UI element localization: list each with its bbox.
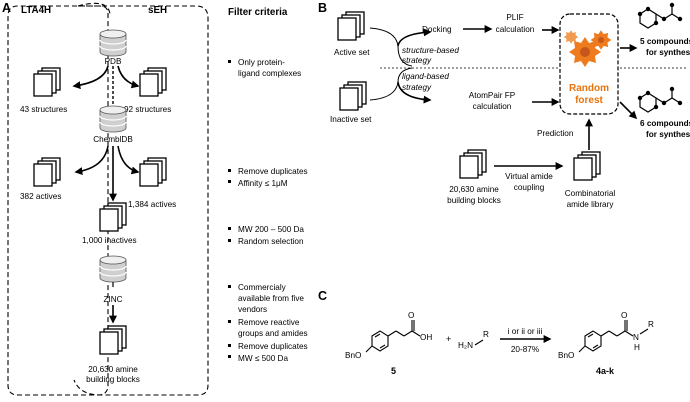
lta4h-region-outline bbox=[7, 5, 109, 396]
amine-blocks-icon bbox=[99, 325, 127, 355]
lta4h-structures-icon bbox=[33, 67, 61, 97]
ligand-strategy-l1: ligand-based bbox=[402, 72, 449, 81]
inactives-label: 1,000 inactives bbox=[82, 236, 137, 245]
zinc-database-icon bbox=[99, 255, 127, 283]
acid-structure bbox=[365, 320, 421, 353]
acid-carbonyl-o: O bbox=[408, 311, 414, 320]
panel-label-b: B bbox=[318, 1, 327, 15]
product-structure bbox=[578, 320, 649, 353]
filter-item: MW 200 – 500 Da bbox=[238, 225, 304, 234]
panel-a: A LTA4H sEH Filter criteria PDB 43 struc… bbox=[2, 1, 308, 396]
amine-h2n: H₂N bbox=[458, 341, 473, 350]
filter-item: Random selection bbox=[238, 237, 304, 246]
filter-item: vendors bbox=[238, 305, 267, 314]
combinatorial-l2: amide library bbox=[567, 200, 615, 209]
lta4h-actives-label: 382 actives bbox=[20, 192, 61, 201]
filter-item: MW ≤ 500 Da bbox=[238, 354, 288, 363]
filter-item: Affinity ≤ 1μM bbox=[238, 179, 288, 188]
plif-label-l2: calculation bbox=[496, 25, 535, 34]
inactive-set-icon bbox=[339, 81, 367, 111]
structure-strategy-l1: structure-based bbox=[402, 46, 459, 55]
panel-label-c: C bbox=[318, 289, 327, 303]
filter-item: available from five bbox=[238, 294, 304, 303]
random-forest-label-l2: forest bbox=[575, 95, 603, 106]
panel-c: C O OH BnO 5 + H₂N R i or ii or iii 20-8… bbox=[318, 289, 654, 376]
selected-compound-structure-1 bbox=[637, 2, 683, 29]
reaction-yield: 20-87% bbox=[511, 345, 539, 354]
panel-b: B Active set Inactive set Docking struct… bbox=[318, 1, 690, 209]
product-n: N bbox=[633, 333, 639, 342]
plus-sign: + bbox=[446, 334, 451, 344]
acid-compound-label: 5 bbox=[391, 366, 396, 376]
structure-strategy-l2: strategy bbox=[402, 56, 432, 65]
inactives-icon bbox=[99, 202, 127, 232]
seh-structures-label: 92 structures bbox=[124, 105, 171, 114]
filter-item: Remove duplicates bbox=[238, 342, 308, 351]
lta4h-actives-icon bbox=[33, 157, 61, 187]
product-carbonyl-o: O bbox=[621, 311, 627, 320]
panel-b-amine-blocks-l2: building blocks bbox=[447, 196, 501, 205]
inactive-set-label: Inactive set bbox=[330, 115, 372, 124]
filter-criteria-list: Only protein- ligand complexes Remove du… bbox=[228, 58, 308, 363]
combinatorial-library-icon bbox=[573, 151, 601, 181]
filter-item: ligand complexes bbox=[238, 69, 301, 78]
pdb-label: PDB bbox=[105, 57, 122, 66]
pdb-database-icon bbox=[99, 29, 127, 57]
prediction-label: Prediction bbox=[537, 129, 574, 138]
product-h: H bbox=[634, 343, 640, 352]
chembldb-database-icon bbox=[99, 105, 127, 133]
five-compounds-l1: 5 compounds bbox=[640, 37, 690, 46]
panel-label-a: A bbox=[2, 1, 11, 15]
amine-blocks-label-line2: building blocks bbox=[86, 375, 140, 384]
plif-label-l1: PLIF bbox=[506, 13, 523, 22]
zinc-label: ZINC bbox=[103, 295, 122, 304]
docking-label: Docking bbox=[422, 25, 452, 34]
selected-compound-structure-2 bbox=[637, 86, 683, 113]
atompair-label-l2: calculation bbox=[473, 102, 512, 111]
five-compounds-l2: for synthesis bbox=[646, 48, 690, 57]
seh-actives-label: 1,384 actives bbox=[128, 200, 176, 209]
active-set-label: Active set bbox=[334, 48, 370, 57]
product-bno: BnO bbox=[558, 351, 574, 360]
seh-actives-icon bbox=[139, 157, 167, 187]
reaction-conditions: i or ii or iii bbox=[508, 327, 543, 336]
seh-structures-icon bbox=[139, 67, 167, 97]
filter-item: groups and amides bbox=[238, 329, 308, 338]
column-header-filter-criteria: Filter criteria bbox=[228, 7, 288, 18]
six-compounds-l2: for synthesis bbox=[646, 130, 690, 139]
filter-item: Only protein- bbox=[238, 58, 285, 67]
lta4h-structures-label: 43 structures bbox=[20, 105, 67, 114]
seh-region-outline bbox=[73, 5, 209, 396]
random-forest-gears-icon bbox=[563, 30, 612, 67]
chembldb-label: ChemblDB bbox=[93, 135, 133, 144]
amine-r: R bbox=[483, 330, 489, 339]
virtual-coupling-l1: Virtual amide bbox=[505, 172, 553, 181]
column-header-lta4h: LTA4H bbox=[21, 5, 51, 16]
column-header-seh: sEH bbox=[148, 5, 167, 16]
filter-item: Remove reactive bbox=[238, 318, 300, 327]
panel-b-amine-blocks-icon bbox=[459, 149, 487, 179]
random-forest-label-l1: Random bbox=[569, 83, 609, 94]
product-r: R bbox=[648, 320, 654, 329]
filter-item: Remove duplicates bbox=[238, 167, 308, 176]
virtual-coupling-l2: coupling bbox=[514, 183, 545, 192]
acid-oh: OH bbox=[420, 333, 432, 342]
active-set-icon bbox=[337, 11, 365, 41]
ligand-strategy-l2: strategy bbox=[402, 83, 432, 92]
product-compound-label: 4a-k bbox=[596, 366, 615, 376]
panel-b-amine-blocks-l1: 20,630 amine bbox=[449, 185, 499, 194]
amine-blocks-label-line1: 20,630 amine bbox=[88, 365, 138, 374]
six-compounds-l1: 6 compounds bbox=[640, 119, 690, 128]
filter-item: Commercialy bbox=[238, 283, 287, 292]
acid-bno: BnO bbox=[345, 351, 361, 360]
combinatorial-l1: Combinatorial bbox=[565, 189, 616, 198]
atompair-label-l1: AtomPair FP bbox=[469, 91, 516, 100]
